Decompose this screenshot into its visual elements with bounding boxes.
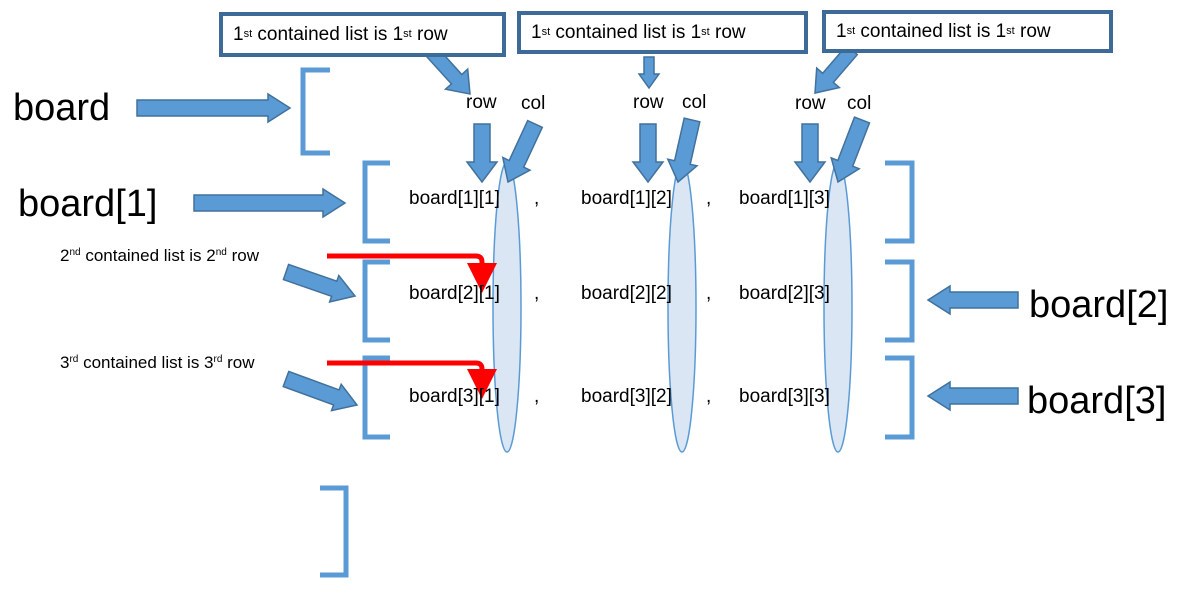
comma: , xyxy=(706,188,712,209)
row-3-close-bracket xyxy=(885,355,915,440)
row-3-connector xyxy=(327,360,497,399)
row-3-open-bracket xyxy=(362,355,390,440)
callout-text: 1 xyxy=(531,22,542,43)
row-arrow-2 xyxy=(631,123,665,184)
callout-text: contained list is 1 xyxy=(252,24,404,45)
col-header-2: col xyxy=(682,92,707,113)
row-1-close-bracket xyxy=(885,160,915,244)
row-2-open-bracket xyxy=(362,259,390,343)
outer-open-bracket xyxy=(300,67,330,156)
callout-text: 1 xyxy=(233,24,244,45)
callout-text: st xyxy=(846,25,856,37)
cell-3-2: board[3][2] xyxy=(581,386,672,407)
col-arrow-3 xyxy=(830,116,871,184)
note-text: rd xyxy=(213,354,223,365)
board-arrow xyxy=(136,92,292,124)
callout-text: 1 xyxy=(836,21,847,42)
board-3-arrow xyxy=(926,380,1019,412)
callout-text: row xyxy=(411,24,448,45)
board-1-arrow xyxy=(193,187,347,219)
callout-text: st xyxy=(541,26,551,38)
note-text: row xyxy=(226,246,259,265)
comma: , xyxy=(706,283,712,304)
row-2-note: 2nd contained list is 2nd row xyxy=(60,247,259,264)
board-3-label: board[3] xyxy=(1027,380,1167,422)
note-text: contained list is 2 xyxy=(80,246,216,265)
cell-2-1: board[2][1] xyxy=(409,283,500,304)
note-text: rd xyxy=(69,354,79,365)
col-header-1: col xyxy=(521,93,546,114)
comma: , xyxy=(706,386,712,407)
outer-close-bracket xyxy=(320,485,349,578)
callout-text: row xyxy=(709,22,746,43)
note-text: row xyxy=(222,353,255,372)
note-text: nd xyxy=(69,247,81,258)
callout-text: st xyxy=(403,28,412,40)
note-text: nd xyxy=(215,247,227,258)
row-arrow-3 xyxy=(793,123,827,184)
cell-3-3: board[3][3] xyxy=(739,386,830,407)
comma: , xyxy=(534,386,540,407)
row-3-note: 3rd contained list is 3rd row xyxy=(60,354,255,371)
row-header-3: row xyxy=(795,93,826,114)
col-header-3: col xyxy=(847,93,872,114)
cell-1-2: board[1][2] xyxy=(581,188,672,209)
row-2-connector xyxy=(327,253,497,293)
row-header-2: row xyxy=(633,92,664,113)
comma: , xyxy=(534,188,540,209)
cell-2-2: board[2][2] xyxy=(581,283,672,304)
note-text: 3 xyxy=(60,353,70,372)
comma: , xyxy=(534,283,540,304)
row-2-close-bracket xyxy=(885,259,915,343)
row-header-1: row xyxy=(466,92,497,113)
row-1-open-bracket xyxy=(362,160,390,244)
cell-1-3: board[1][3] xyxy=(739,188,830,209)
note-text: 2 xyxy=(60,246,70,265)
col-arrow-1 xyxy=(501,119,544,184)
callout-text: contained list is 1 xyxy=(855,21,1007,42)
note-text: contained list is 3 xyxy=(78,353,214,372)
column-2-highlight xyxy=(667,161,697,453)
board-1-label: board[1] xyxy=(18,183,158,225)
callout-text: st xyxy=(1006,25,1015,37)
board-2-arrow xyxy=(926,284,1019,316)
cell-3-1: board[3][1] xyxy=(409,386,500,407)
callout-3-arrow xyxy=(814,44,859,94)
callout-text: contained list is 1 xyxy=(550,22,702,43)
callout-text: st xyxy=(701,26,710,38)
board-2-label: board[2] xyxy=(1029,284,1169,326)
col-arrow-2 xyxy=(666,117,701,184)
board-label: board xyxy=(13,87,111,129)
row-2-note-arrow xyxy=(282,263,357,304)
callout-text: row xyxy=(1014,21,1051,42)
cell-1-1: board[1][1] xyxy=(409,188,500,209)
row-arrow-1 xyxy=(465,123,499,184)
callout-2-arrow xyxy=(637,56,661,90)
callout-text: st xyxy=(243,28,253,40)
row-3-note-arrow xyxy=(282,370,359,412)
cell-2-3: board[2][3] xyxy=(739,283,830,304)
